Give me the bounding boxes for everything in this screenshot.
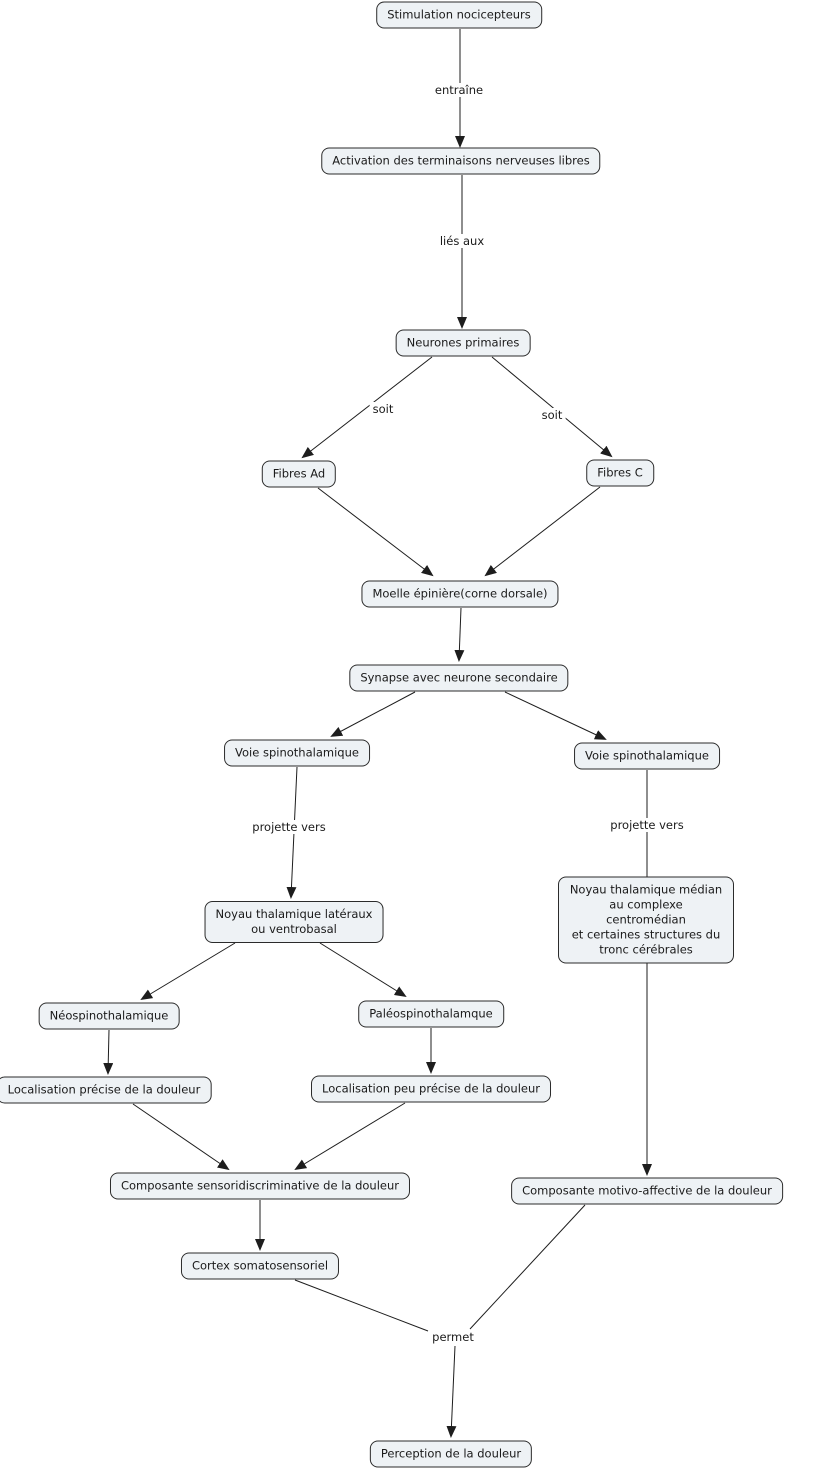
node-localisation-peu-precise[interactable]: Localisation peu précise de la douleur — [311, 1075, 551, 1103]
edge-cortex-to-permet — [294, 1279, 429, 1332]
edge-fibres-ad-to-moelle — [317, 487, 434, 577]
edge-moelle-to-synapse — [454, 607, 465, 662]
node-voie-spino-gauche[interactable]: Voie spinothalamique — [224, 739, 370, 767]
edge-noyau-lateraux-to-paleospinothalamque — [319, 942, 407, 998]
edge-label-soit-droite[interactable]: soit — [538, 408, 566, 422]
node-fibres-c[interactable]: Fibres C — [586, 459, 654, 487]
node-composante-motivo[interactable]: Composante motivo-affective de la douleu… — [511, 1177, 783, 1205]
node-moelle[interactable]: Moelle épinière(corne dorsale) — [361, 580, 559, 608]
node-voie-spino-droite[interactable]: Voie spinothalamique — [574, 742, 720, 770]
edge-localisation-peu-precise-to-composante-sensori — [294, 1102, 406, 1171]
edge-synapse-to-voie-spino-droite — [504, 691, 607, 740]
edge-neospinothalamique-to-localisation-precise — [103, 1029, 114, 1075]
edge-label-entraine[interactable]: entraîne — [431, 83, 487, 97]
edge-label-projette-vers-droite[interactable]: projette vers — [607, 818, 687, 832]
edge-lines — [103, 29, 652, 1438]
edge-label-permet[interactable]: permet — [429, 1330, 477, 1344]
node-stimulation[interactable]: Stimulation nocicepteurs — [376, 1, 542, 29]
edge-synapse-to-voie-spino-gauche — [330, 691, 416, 737]
node-neospinothalamique[interactable]: Néospinothalamique — [38, 1002, 180, 1030]
edge-localisation-precise-to-composante-sensori — [132, 1103, 230, 1171]
node-composante-sensori[interactable]: Composante sensoridiscriminative de la d… — [109, 1172, 411, 1200]
edge-label-lies-aux[interactable]: liés aux — [436, 234, 488, 248]
edge-neurones-primaires-to-fibres-ad — [301, 356, 433, 459]
node-paleospinothalamque[interactable]: Paléospinothalamque — [358, 1000, 504, 1028]
edge-neurones-primaires-to-fibres-c — [491, 356, 613, 458]
edge-noyau-lateraux-to-neospinothalamique — [140, 942, 236, 1001]
edge-label-projette-vers-gauche[interactable]: projette vers — [249, 820, 329, 834]
node-activation[interactable]: Activation des terminaisons nerveuses li… — [321, 147, 601, 175]
node-cortex[interactable]: Cortex somatosensoriel — [180, 1252, 340, 1280]
edge-label-soit-gauche[interactable]: soit — [369, 402, 397, 416]
node-noyau-lateraux[interactable]: Noyau thalamique latéraux ou ventrobasal — [204, 901, 384, 943]
edge-permet-to-perception — [446, 1345, 457, 1438]
node-neurones-primaires[interactable]: Neurones primaires — [395, 329, 531, 357]
edge-composante-motivo-to-permet — [469, 1204, 586, 1330]
node-localisation-precise[interactable]: Localisation précise de la douleur — [0, 1076, 212, 1104]
node-synapse[interactable]: Synapse avec neurone secondaire — [349, 664, 569, 692]
node-noyau-median[interactable]: Noyau thalamique médian au complexe cent… — [558, 876, 734, 964]
node-fibres-ad[interactable]: Fibres Ad — [261, 460, 337, 488]
edge-fibres-c-to-moelle — [484, 486, 601, 577]
node-perception[interactable]: Perception de la douleur — [369, 1440, 533, 1468]
